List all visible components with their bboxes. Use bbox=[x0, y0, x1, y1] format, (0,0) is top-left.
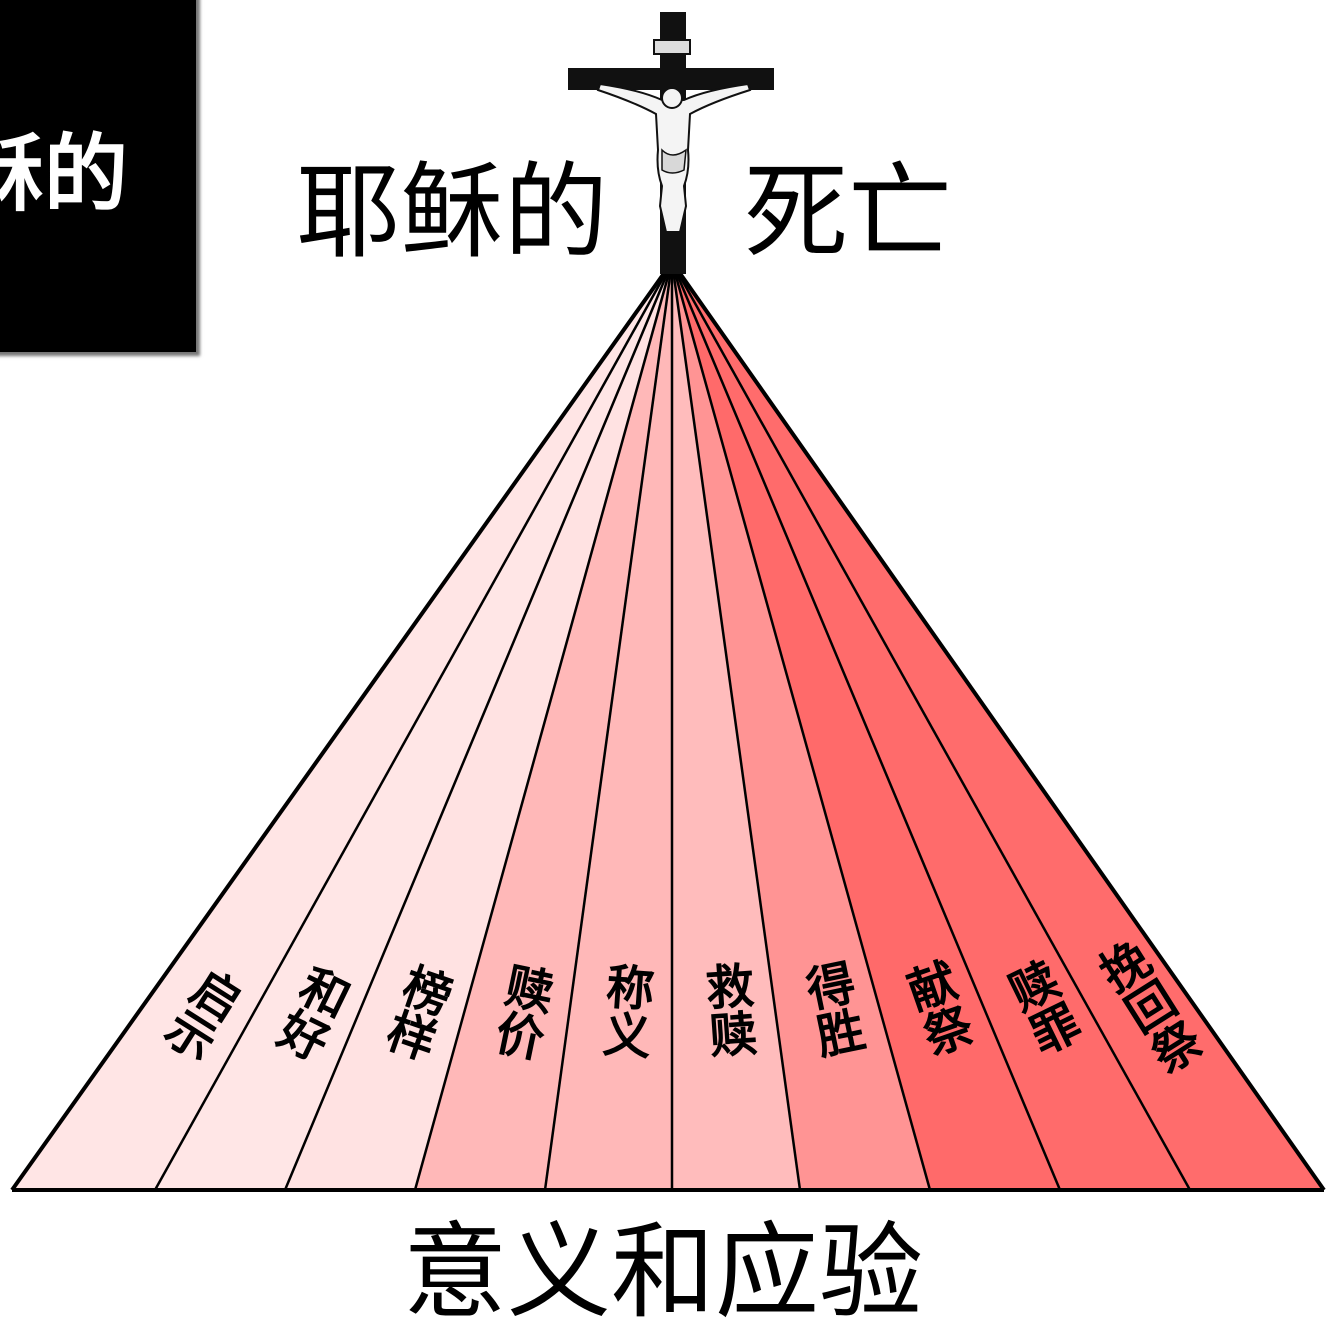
bottom-title: 意义和应验 bbox=[402, 1211, 923, 1333]
fan-divider-line bbox=[670, 260, 1326, 1192]
fan-dividers bbox=[10, 260, 1326, 1192]
fan-divider-line bbox=[153, 261, 674, 1191]
question-box: 稣的 有何 义？ bbox=[0, 0, 196, 352]
fan-divider-line bbox=[670, 261, 1192, 1191]
title-left: 耶稣的 bbox=[296, 151, 609, 273]
fan-divider-line bbox=[413, 261, 674, 1191]
title-right: 死亡 bbox=[744, 151, 953, 273]
question-line-1: 稣的 bbox=[0, 125, 129, 223]
fan-divider-line bbox=[283, 261, 674, 1191]
fan-divider-line bbox=[10, 260, 674, 1192]
fan-divider-line bbox=[670, 261, 802, 1191]
fan-divider-line bbox=[670, 261, 1062, 1191]
question-text: 稣的 有何 义？ bbox=[0, 0, 196, 352]
fan-label: 称义 bbox=[593, 960, 656, 1060]
crucifix-icon bbox=[568, 12, 774, 274]
fan-divider-line bbox=[543, 261, 674, 1191]
fan-divider-line bbox=[670, 261, 932, 1191]
fan-label: 救赎 bbox=[695, 960, 758, 1060]
fan-segments bbox=[12, 262, 1324, 1190]
